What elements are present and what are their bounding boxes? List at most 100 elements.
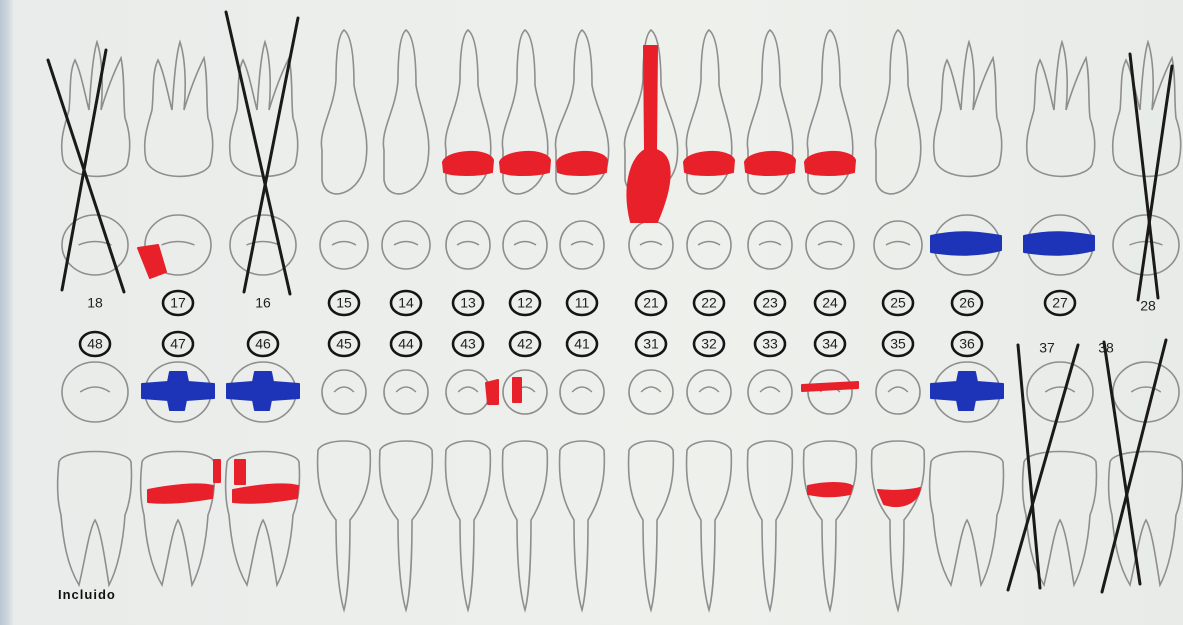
lower-occlusal-groove	[334, 387, 354, 392]
lower-number-44: 44	[398, 336, 414, 352]
lower-occlusal-groove	[699, 387, 719, 392]
lower-crown-root	[748, 441, 793, 610]
lower-crown-root	[141, 452, 215, 586]
upper-occlusal-groove	[457, 242, 479, 246]
upper-occlusal	[320, 221, 368, 269]
upper-crown-root	[383, 30, 428, 194]
red-mark-43	[486, 380, 498, 404]
lower-crown-root	[930, 452, 1004, 586]
lower-occlusal	[629, 370, 673, 414]
upper-occlusal	[806, 221, 854, 269]
upper-number-24: 24	[822, 295, 838, 311]
extraction-crosses	[48, 12, 1172, 592]
upper-tooth-24	[806, 30, 854, 269]
lower-crown-root	[503, 441, 548, 610]
lower-number-46: 46	[255, 336, 271, 352]
red-mark-46-band	[233, 484, 298, 502]
red-mark-47-band	[148, 484, 213, 502]
red-mark-24	[805, 152, 855, 175]
lower-crown-root	[687, 441, 732, 610]
upper-occlusal-groove	[162, 242, 195, 246]
upper-number-14: 14	[398, 295, 414, 311]
tooth-numbers: 1817161514131211212223242526272848474645…	[80, 291, 1156, 356]
upper-tooth-13	[445, 30, 490, 269]
upper-tooth-17	[145, 42, 213, 275]
lower-occlusal-groove	[888, 387, 908, 392]
lower-occlusal	[748, 370, 792, 414]
blue-mark-36	[931, 372, 1003, 410]
upper-occlusal-groove	[247, 242, 280, 246]
handwritten-note: Incluido	[58, 587, 116, 602]
lower-number-41: 41	[574, 336, 590, 352]
upper-tooth-14	[382, 30, 430, 269]
upper-occlusal	[382, 221, 430, 269]
red-mark-22	[684, 152, 734, 175]
lower-number-33: 33	[762, 336, 778, 352]
lower-tooth-31	[629, 370, 674, 610]
upper-number-23: 23	[762, 295, 778, 311]
lower-occlusal	[687, 370, 731, 414]
upper-number-21: 21	[643, 295, 659, 311]
upper-occlusal	[446, 221, 490, 269]
upper-crown-root	[230, 42, 298, 176]
lower-crown-root	[58, 452, 132, 586]
lower-occlusal	[808, 370, 852, 414]
lower-tooth-41	[560, 370, 605, 610]
upper-tooth-22	[686, 30, 731, 269]
lower-crown-root	[380, 441, 433, 610]
upper-crown-root	[1027, 42, 1095, 176]
red-mark-21	[627, 46, 669, 222]
upper-crown-root	[145, 42, 213, 176]
lower-occlusal-groove	[760, 387, 780, 392]
lower-tooth-48	[58, 362, 132, 585]
upper-occlusal	[503, 221, 547, 269]
upper-tooth-11	[555, 30, 608, 269]
upper-number-22: 22	[701, 295, 717, 311]
red-mark-34-band	[808, 483, 852, 496]
cross-16-a	[226, 12, 290, 294]
lower-tooth-45	[318, 370, 371, 610]
lower-tooth-44	[380, 370, 433, 610]
upper-occlusal-groove	[514, 242, 536, 246]
lower-occlusal-groove	[1131, 387, 1161, 392]
lower-number-31: 31	[643, 336, 659, 352]
upper-occlusal	[748, 221, 792, 269]
lower-crown-root	[872, 441, 925, 610]
upper-number-16: 16	[255, 295, 271, 311]
upper-occlusal-groove	[394, 242, 418, 246]
lower-occlusal-groove	[641, 387, 661, 392]
blue-mark-47	[142, 372, 214, 410]
lower-tooth-32	[687, 370, 732, 610]
upper-occlusal-groove	[332, 242, 356, 246]
lower-number-42: 42	[517, 336, 533, 352]
upper-crown-root	[1113, 42, 1181, 176]
lower-tooth-33	[748, 370, 793, 610]
red-mark-35	[878, 488, 920, 506]
lower-occlusal	[384, 370, 428, 414]
lower-number-32: 32	[701, 336, 717, 352]
lower-occlusal	[322, 370, 366, 414]
lower-occlusal-groove	[572, 387, 592, 392]
upper-crown-root	[875, 30, 920, 194]
lower-occlusal	[503, 370, 547, 414]
red-mark-23	[745, 152, 795, 175]
lower-occlusal-groove	[458, 387, 478, 392]
blue-mark-46	[227, 372, 299, 410]
upper-occlusal	[62, 215, 128, 275]
cross-37-b	[1008, 345, 1078, 590]
lower-tooth-37	[1023, 362, 1097, 585]
lower-number-37: 37	[1039, 340, 1055, 356]
treatment-marks	[138, 46, 1094, 506]
red-mark-11	[557, 152, 607, 175]
teeth-outlines	[58, 30, 1183, 610]
lower-number-35: 35	[890, 336, 906, 352]
upper-tooth-25	[874, 30, 922, 269]
upper-occlusal	[230, 215, 296, 275]
upper-tooth-23	[747, 30, 792, 269]
upper-number-27: 27	[1052, 295, 1068, 311]
blue-mark-27	[1024, 232, 1094, 255]
upper-number-12: 12	[517, 295, 533, 311]
upper-tooth-12	[502, 30, 547, 269]
